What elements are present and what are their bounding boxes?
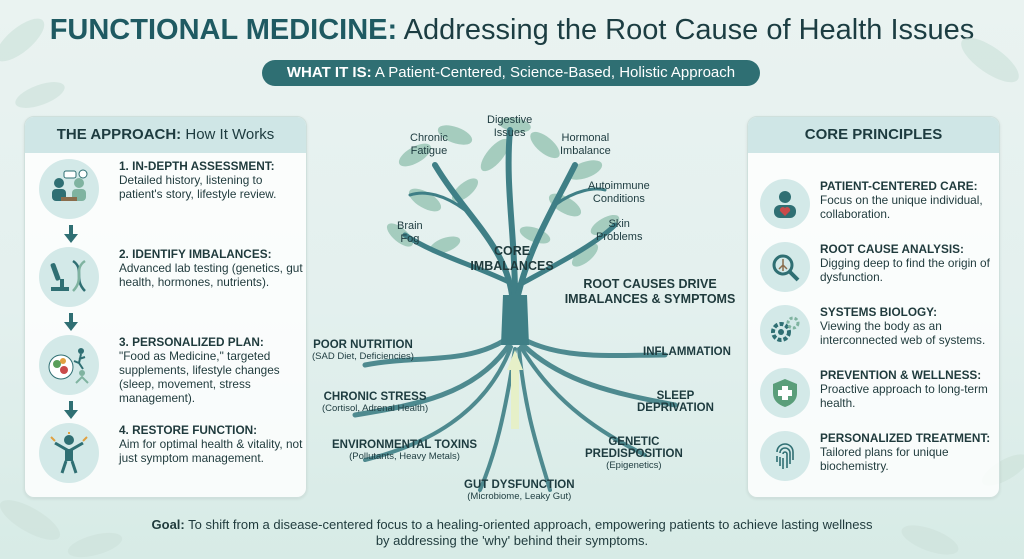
principle-title: ROOT CAUSE ANALYSIS: — [820, 242, 964, 256]
title-rest: Addressing the Root Cause of Health Issu… — [397, 14, 975, 46]
step-title: 1. IN-DEPTH ASSESSMENT: — [119, 159, 275, 173]
root-genetic-predisposition: GENETIC PREDISPOSITION(Epigenetics) — [585, 436, 683, 471]
shield-cross-icon — [760, 368, 810, 418]
step-title: 2. IDENTIFY IMBALANCES: — [119, 247, 272, 261]
approach-panel: THE APPROACH: How It Works 1. IN-DEPTH A… — [24, 116, 307, 498]
arrow-down-icon — [64, 313, 78, 331]
consultation-icon — [39, 159, 99, 219]
approach-heading: THE APPROACH: How It Works — [25, 117, 306, 153]
root-chronic-stress: CHRONIC STRESS(Cortisol, Adrenal Health) — [322, 391, 429, 414]
subtitle-rest: A Patient-Centered, Science-Based, Holis… — [371, 64, 736, 81]
root-gut-dysfunction: GUT DYSFUNCTION(Microbiome, Leaky Gut) — [464, 479, 575, 502]
root-inflammation: INFLAMMATION — [643, 346, 731, 358]
magnifier-roots-icon — [760, 242, 810, 292]
step-title: 4. RESTORE FUNCTION: — [119, 423, 258, 437]
step-title: 3. PERSONALIZED PLAN: — [119, 335, 264, 349]
principle-title: PATIENT-CENTERED CARE: — [820, 179, 978, 193]
principle-body: Viewing the body as an interconnected we… — [820, 319, 986, 347]
person-vitality-icon — [39, 423, 99, 483]
step-body: Aim for optimal health & vitality, not j… — [119, 437, 303, 465]
person-heart-icon — [760, 179, 810, 229]
principle-body: Proactive approach to long-term health. — [820, 382, 988, 410]
step-body: Detailed history, listening to patient's… — [119, 173, 277, 201]
step-body: Advanced lab testing (genetics, gut heal… — [119, 261, 303, 289]
gears-icon — [760, 305, 810, 355]
fingerprint-icon — [760, 431, 810, 481]
arrow-down-icon — [64, 225, 78, 243]
approach-heading-lead: THE APPROACH: — [56, 126, 182, 143]
root-poor-nutrition: POOR NUTRITION(SAD Diet, Deficiencies) — [312, 339, 414, 362]
goal-lead: Goal: — [151, 517, 185, 532]
principles-heading: CORE PRINCIPLES — [748, 117, 999, 153]
subtitle-lead: WHAT IT IS: — [286, 64, 372, 81]
page-title: FUNCTIONAL MEDICINE: Addressing the Root… — [0, 14, 1024, 47]
goal-text: To shift from a disease-centered focus t… — [184, 517, 873, 548]
principle-title: SYSTEMS BIOLOGY: — [820, 305, 938, 319]
tree-illustration — [352, 117, 678, 492]
principle-body: Tailored plans for unique biochemistry. — [820, 445, 949, 473]
microscope-dna-icon — [39, 247, 99, 307]
principle-body: Focus on the unique individual, collabor… — [820, 193, 983, 221]
arrow-down-icon — [64, 401, 78, 419]
subtitle-pill: WHAT IT IS: A Patient-Centered, Science-… — [262, 60, 760, 86]
food-exercise-icon — [39, 335, 99, 395]
step-body: "Food as Medicine," targeted supplements… — [119, 349, 280, 405]
principle-body: Digging deep to find the origin of dysfu… — [820, 256, 990, 284]
principles-panel: CORE PRINCIPLES PATIENT-CENTERED CARE: F… — [747, 116, 1000, 498]
root-sleep-deprivation: SLEEP DEPRIVATION — [637, 390, 714, 414]
approach-heading-rest: How It Works — [181, 126, 275, 143]
principle-title: PREVENTION & WELLNESS: — [820, 368, 982, 382]
goal-statement: Goal: To shift from a disease-centered f… — [150, 517, 874, 549]
title-lead: FUNCTIONAL MEDICINE: — [49, 14, 398, 46]
root-environmental-toxins: ENVIRONMENTAL TOXINS(Pollutants, Heavy M… — [332, 439, 478, 462]
principle-title: PERSONALIZED TREATMENT: — [820, 431, 991, 445]
